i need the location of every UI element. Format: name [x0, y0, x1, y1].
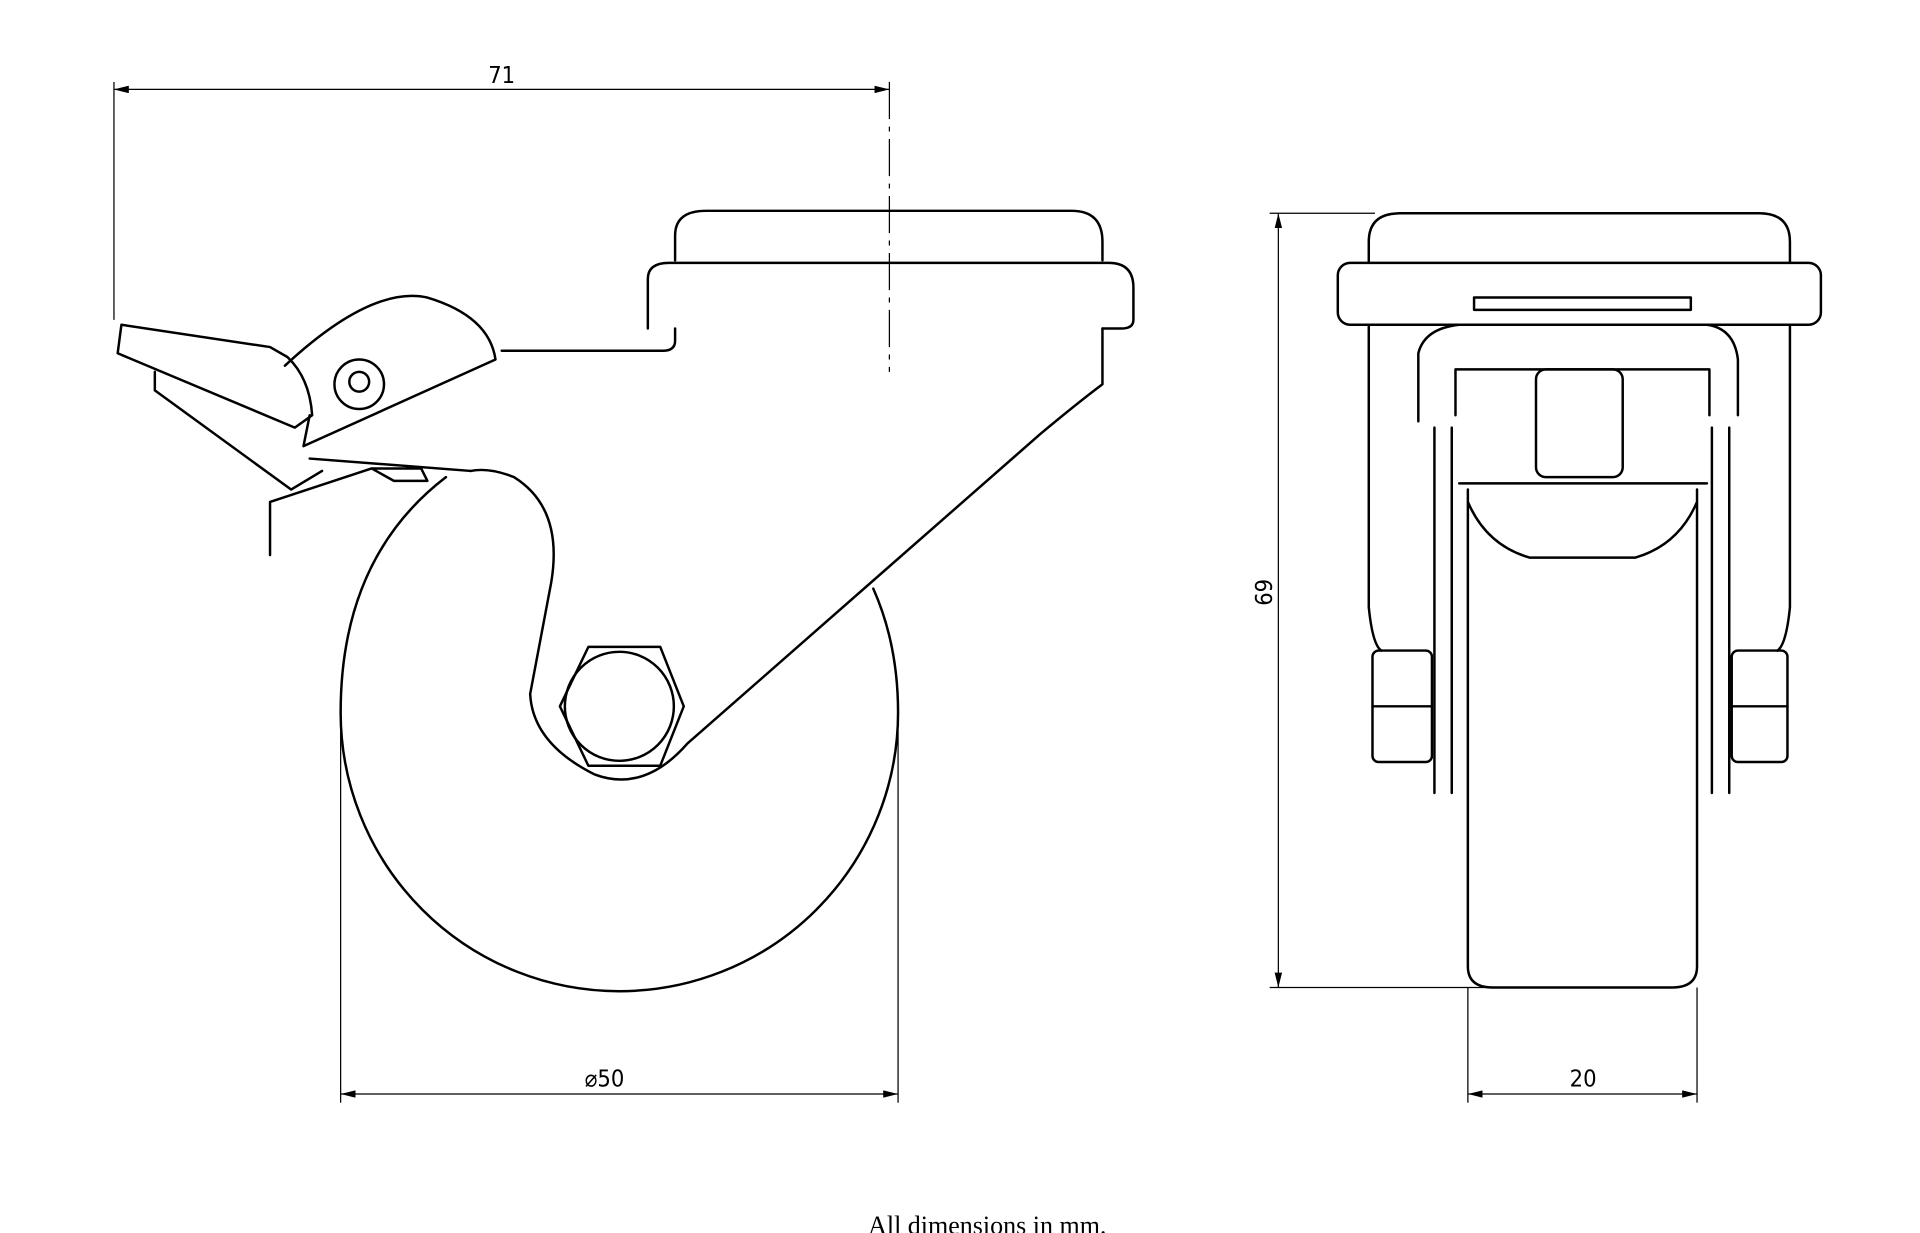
dimension-69: 69	[1250, 212, 1549, 989]
front-top-plate-base	[1336, 261, 1823, 327]
dimension-label-69: 69	[1250, 579, 1278, 606]
brake-lever	[283, 294, 497, 448]
front-fork-right	[1710, 323, 1792, 795]
dimension-20: 20	[1467, 987, 1698, 1103]
front-top-plate-cap	[1367, 212, 1792, 265]
front-fork-left	[1367, 323, 1454, 795]
units-caption: All dimensions in mm.	[868, 1211, 1106, 1233]
dimension-diameter-50: ⌀50	[340, 731, 899, 1103]
axle-hub	[563, 650, 676, 763]
dimension-label-20: 20	[1570, 1065, 1597, 1093]
dimension-label-diameter-50: ⌀50	[585, 1065, 625, 1093]
brake-pivot	[333, 358, 386, 411]
side-view: 71	[113, 61, 1135, 993]
top-plate-cap	[673, 209, 1104, 262]
dimension-label-71: 71	[488, 61, 515, 89]
wheel-side	[339, 475, 900, 993]
top-plate-base	[646, 261, 1135, 330]
front-hub-cover	[1534, 368, 1624, 479]
front-bracket	[1417, 296, 1740, 423]
brake-spring-wire	[268, 457, 472, 557]
front-wheel	[1457, 482, 1709, 989]
axle-hex-nut	[558, 645, 686, 768]
fork-body	[469, 327, 1104, 781]
front-view	[1336, 212, 1823, 989]
dimension-71: 71	[113, 61, 891, 372]
brake-pedal	[116, 323, 324, 491]
